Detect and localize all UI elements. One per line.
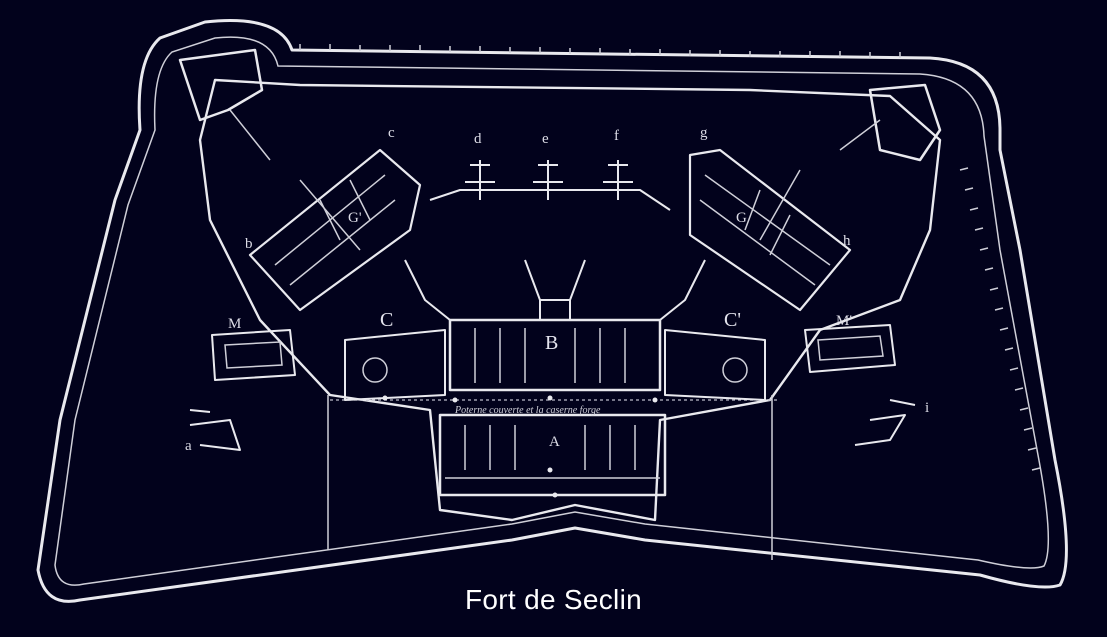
left-wing <box>248 148 422 312</box>
side-casemates <box>344 329 766 401</box>
annotation-poterne: Poterne couverte et la caserne forge <box>454 405 601 416</box>
label-A: A <box>549 434 560 450</box>
label-f: f <box>614 128 619 144</box>
label-C-right: C' <box>724 309 741 331</box>
label-i: i <box>925 400 929 416</box>
traverses <box>189 399 916 451</box>
label-h: h <box>843 233 851 249</box>
spurs <box>429 160 671 211</box>
label-a: a <box>185 438 192 454</box>
outer-rampart <box>36 19 1068 603</box>
label-c: c <box>388 125 395 141</box>
inner-fort <box>198 78 942 560</box>
right-wing <box>688 148 852 312</box>
marker-dots <box>382 395 658 498</box>
label-M-left: M <box>228 316 241 332</box>
rampart-hatching <box>299 44 1041 471</box>
label-M-right: M' <box>836 313 852 329</box>
label-B: B <box>545 332 558 354</box>
corner-bastions <box>178 48 942 162</box>
magazines <box>211 324 896 381</box>
image-caption: Fort de Seclin <box>465 584 642 615</box>
label-G-right: G <box>736 210 747 226</box>
central-barracks <box>404 259 706 497</box>
label-b: b <box>245 236 253 252</box>
label-C-left: C <box>380 309 393 331</box>
label-e: e <box>542 131 549 147</box>
label-d: d <box>474 131 482 147</box>
label-G-left: G' <box>348 210 362 226</box>
label-g: g <box>700 125 708 141</box>
